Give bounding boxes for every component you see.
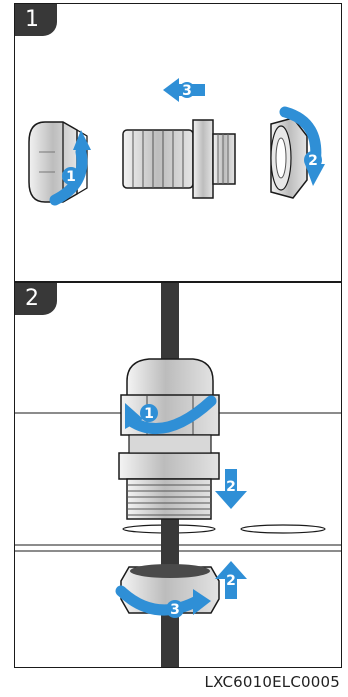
step-1-panel: 1 1 — [14, 3, 342, 282]
gland-body-icon — [123, 120, 235, 198]
empty-hole — [241, 525, 325, 533]
arrow-label-1: 1 — [144, 406, 154, 422]
arrow-label-3: 3 — [170, 602, 180, 618]
step-2-panel: 2 1 — [14, 282, 342, 668]
arrow-label-2-up: 2 — [226, 573, 236, 589]
move-arrow-2-up-icon: 2 — [215, 561, 247, 599]
gland-body-icon — [119, 435, 219, 519]
document-code: LXC6010ELC0005 — [205, 673, 340, 691]
arrow-label-2: 2 — [308, 153, 318, 169]
move-arrow-3-icon: 3 — [163, 78, 205, 102]
move-arrow-2-down-icon: 2 — [215, 469, 247, 509]
arrow-label-1: 1 — [66, 169, 76, 185]
lock-nut-icon — [271, 118, 307, 198]
step-1-illustration: 1 3 2 — [15, 4, 342, 282]
arrow-label-3: 3 — [182, 83, 192, 99]
step-2-illustration: 1 2 3 2 — [15, 283, 342, 668]
arrow-label-2: 2 — [226, 479, 236, 495]
